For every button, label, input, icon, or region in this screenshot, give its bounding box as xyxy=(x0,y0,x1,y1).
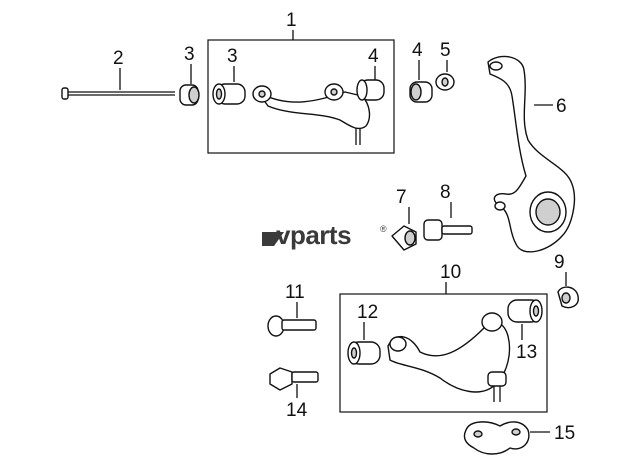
callout-7: 10 xyxy=(440,262,461,283)
steering-knuckle-part xyxy=(487,55,576,253)
callout-1: 6 xyxy=(556,96,567,117)
cam-washer-right-part xyxy=(409,81,433,103)
leader-lines xyxy=(119,30,567,433)
upper-arm-group-box xyxy=(207,39,395,154)
bolt-11-part xyxy=(423,219,473,241)
callout-2: 1 xyxy=(286,10,297,31)
logo-brand-text: vparts xyxy=(276,220,351,250)
lower-bushing-front-part xyxy=(347,341,381,365)
callout-6: 5 xyxy=(440,40,451,61)
callout-3-right: 4 xyxy=(368,46,379,67)
callout-numbers: 1 2 3 3 4 4 5 6 7 8 9 10 11 12 13 14 15 xyxy=(113,10,575,444)
upper-bushing-right-part xyxy=(356,79,385,101)
upper-control-arm-part xyxy=(252,83,371,145)
callout-15: 15 xyxy=(554,423,575,444)
boot-part xyxy=(391,225,417,251)
logo-mark-icon xyxy=(262,232,284,246)
long-bolt-part xyxy=(61,87,175,100)
bolt-10-part xyxy=(267,315,317,337)
callout-14: 14 xyxy=(286,400,308,421)
lower-control-arm-part xyxy=(387,312,511,402)
lower-arm-group-box xyxy=(339,293,548,413)
callout-11: 8 xyxy=(440,182,451,203)
upper-bushing-left-part xyxy=(212,83,246,105)
bolt-14-part xyxy=(269,367,319,391)
bracket-part xyxy=(463,421,530,455)
callout-5: 2 xyxy=(113,48,124,69)
callout-10: 11 xyxy=(285,282,305,303)
callout-13: 9 xyxy=(554,252,565,273)
callout-4-right: 4 xyxy=(412,40,423,61)
callout-8: 12 xyxy=(357,302,378,323)
lower-bushing-rear-part xyxy=(507,299,543,323)
vparts-watermark-logo: vparts ® xyxy=(262,220,387,250)
callout-12: 7 xyxy=(396,187,407,208)
callout-3-left: 3 xyxy=(227,46,238,67)
callout-9: 13 xyxy=(516,342,537,363)
dust-cap-part xyxy=(557,286,579,309)
logo-trademark: ® xyxy=(380,224,387,234)
callout-4-left: 3 xyxy=(184,44,195,65)
nut-part xyxy=(435,73,455,91)
cam-washer-left-part xyxy=(179,84,200,106)
